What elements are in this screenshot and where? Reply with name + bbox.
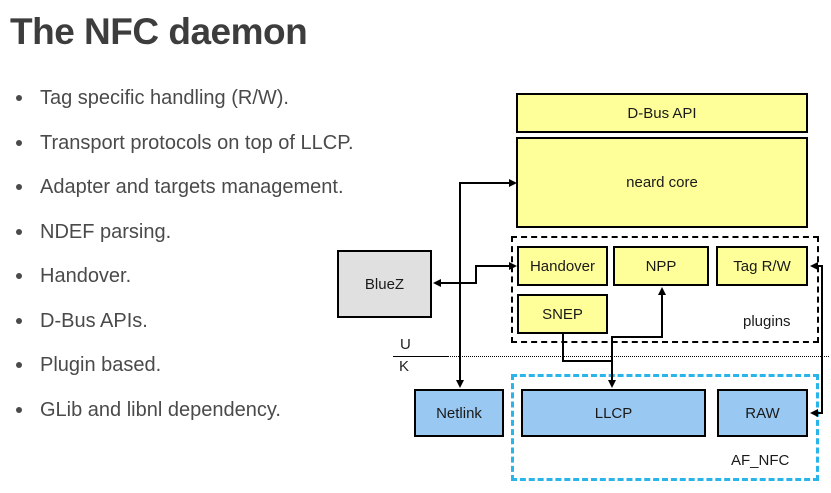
uk-boundary-line bbox=[393, 356, 448, 357]
npp-plugin-box: NPP bbox=[613, 246, 709, 286]
bullet-item: Plugin based. bbox=[14, 353, 434, 377]
bullet-dot-icon bbox=[16, 228, 22, 235]
slide-title: The NFC daemon bbox=[10, 11, 308, 52]
bullet-dot-icon bbox=[16, 317, 22, 324]
raw-label: RAW bbox=[745, 404, 780, 422]
plugins-group-frame bbox=[511, 236, 819, 343]
llcp-label: LLCP bbox=[594, 404, 633, 422]
arrowhead-into-netlink bbox=[456, 380, 464, 388]
bullet-dot-icon bbox=[16, 95, 22, 101]
bluez-label: BlueZ bbox=[364, 275, 405, 293]
arrowhead-into-llcp bbox=[608, 380, 616, 388]
kernel-label: K bbox=[399, 358, 410, 375]
bullet-text: Adapter and targets management. bbox=[40, 176, 344, 198]
llcp-box: LLCP bbox=[521, 389, 706, 437]
bullet-item: Tag specific handling (R/W). bbox=[14, 86, 434, 110]
arrowhead-into-handover bbox=[509, 262, 517, 270]
neard-core-label: neard core bbox=[626, 174, 698, 191]
bullet-item: D-Bus APIs. bbox=[14, 309, 434, 333]
bullet-item: Adapter and targets management. bbox=[14, 175, 434, 199]
arrowhead-into-npp bbox=[658, 287, 666, 295]
handover-plugin-box: Handover bbox=[517, 246, 608, 286]
arrowhead-into-bluez bbox=[433, 279, 441, 287]
userspace-label: U bbox=[400, 336, 411, 353]
arrowhead-into-raw bbox=[810, 409, 818, 417]
bullet-text: GLib and libnl dependency. bbox=[40, 398, 281, 421]
bullet-dot-icon bbox=[16, 362, 22, 368]
netlink-label: Netlink bbox=[436, 404, 482, 422]
bullet-text: Handover. bbox=[40, 265, 132, 287]
dbus-api-label: D-Bus API bbox=[627, 104, 697, 122]
bullet-item: Transport protocols on top of LLCP. bbox=[14, 131, 434, 155]
plugins-caption: plugins bbox=[743, 313, 791, 330]
snep-label: SNEP bbox=[542, 305, 583, 323]
bullet-list: Tag specific handling (R/W). Transport p… bbox=[14, 86, 434, 442]
uk-boundary-line-dotted bbox=[448, 356, 829, 357]
netlink-box: Netlink bbox=[414, 389, 504, 437]
neard-core-box: neard core bbox=[516, 137, 808, 228]
snep-plugin-box: SNEP bbox=[517, 294, 608, 334]
bullet-text: D-Bus APIs. bbox=[40, 309, 148, 332]
bullet-text: Tag specific handling (R/W). bbox=[40, 87, 289, 109]
af-nfc-caption: AF_NFC bbox=[731, 452, 790, 469]
tag-rw-label: Tag R/W bbox=[733, 257, 791, 275]
arrowhead-into-tag-rw bbox=[810, 262, 818, 270]
npp-label: NPP bbox=[645, 257, 677, 275]
bluez-box: BlueZ bbox=[337, 250, 432, 318]
raw-box: RAW bbox=[717, 389, 808, 437]
bullet-text: Transport protocols on top of LLCP. bbox=[40, 131, 354, 154]
bullet-dot-icon bbox=[16, 406, 22, 413]
bullet-dot-icon bbox=[16, 273, 22, 279]
arrowhead-into-neard-core bbox=[509, 179, 517, 187]
bullet-item: Handover. bbox=[14, 264, 434, 288]
dbus-api-box: D-Bus API bbox=[516, 93, 808, 133]
bullet-item: GLib and libnl dependency. bbox=[14, 398, 434, 422]
af-nfc-group-frame bbox=[511, 374, 819, 481]
bullet-dot-icon bbox=[16, 139, 22, 146]
tag-rw-plugin-box: Tag R/W bbox=[716, 246, 808, 286]
bullet-text: NDEF parsing. bbox=[40, 220, 172, 243]
bullet-text: Plugin based. bbox=[40, 354, 162, 376]
bullet-item: NDEF parsing. bbox=[14, 220, 434, 244]
bullet-dot-icon bbox=[16, 184, 22, 190]
handover-label: Handover bbox=[529, 257, 596, 275]
